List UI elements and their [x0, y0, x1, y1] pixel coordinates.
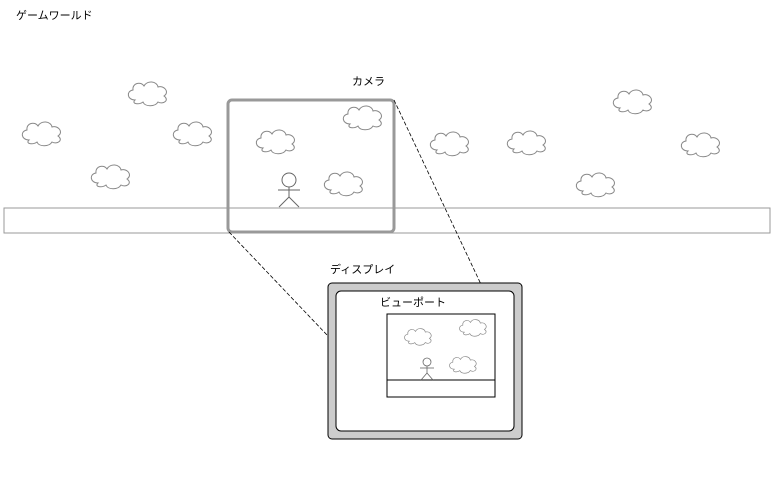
cloud-icon — [612, 89, 652, 115]
cloud-icon — [575, 172, 615, 198]
cloud-icon — [506, 130, 546, 156]
projection-lines — [228, 99, 496, 399]
camera-label: カメラ — [352, 75, 385, 88]
cloud-icon — [680, 132, 720, 158]
cloud-icon — [255, 129, 295, 155]
viewport-stick-figure-icon — [420, 357, 434, 381]
cloud-icon — [90, 164, 130, 190]
cloud-icon — [342, 105, 382, 131]
ground-strip — [3, 207, 771, 234]
cloud-icon — [127, 81, 167, 107]
cloud-icon — [21, 121, 61, 147]
stick-figure-icon — [278, 172, 300, 208]
camera-frame — [226, 98, 396, 234]
cloud-icon — [172, 121, 212, 147]
cloud-icon — [429, 131, 469, 157]
display-label: ディスプレイ — [330, 262, 395, 276]
world-label: ゲームワールド — [16, 9, 93, 22]
cloud-icon — [323, 171, 363, 197]
viewport-label: ビューポート — [380, 296, 446, 309]
